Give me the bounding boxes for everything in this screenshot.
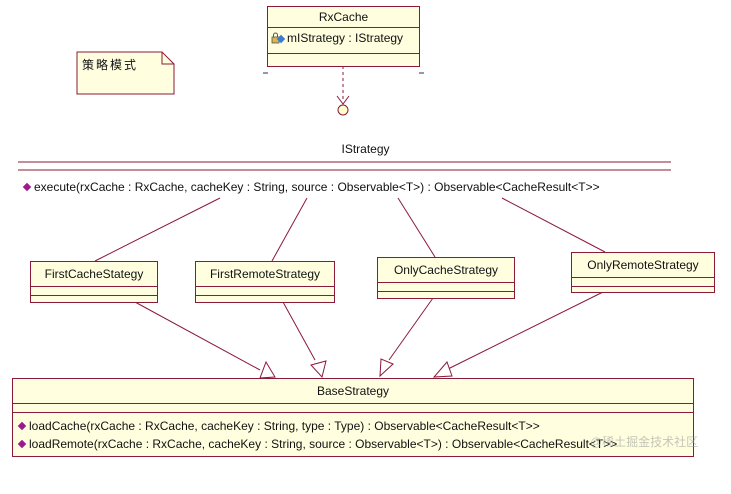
lock-field-icon xyxy=(271,30,286,50)
operation-icon xyxy=(17,422,27,431)
watermark: @稀土掘金技术社区 xyxy=(590,435,699,449)
operation-icon xyxy=(17,440,27,449)
basestrategy-name: BaseStrategy xyxy=(316,384,390,398)
istrategy-operation: execute(rxCache : RxCache, cacheKey : St… xyxy=(22,180,600,194)
istrategy-operation-text: execute(rxCache : RxCache, cacheKey : St… xyxy=(34,180,600,194)
generalization-line-firstremote xyxy=(282,301,316,361)
basestrategy-operation-loadremote: loadRemote(rxCache : RxCache, cacheKey :… xyxy=(13,435,693,453)
rxcache-attribute: mIStrategy : IStrategy xyxy=(287,31,404,45)
strategy-class-onlycache: OnlyCacheStrategy xyxy=(377,257,515,299)
note-fold xyxy=(161,52,174,65)
strategy-name-firstcache: FirstCacheStategy xyxy=(44,267,144,281)
strategy-name-onlyremote: OnlyRemoteStrategy xyxy=(587,258,699,272)
generalization-line-onlyremote xyxy=(445,291,604,371)
basestrategy-operation-loadcache: loadCache(rxCache : RxCache, cacheKey : … xyxy=(13,417,693,435)
generalization-arrow-onlyremote xyxy=(432,361,453,378)
generalization-arrow-firstcache xyxy=(259,360,276,379)
generalization-line-firstcache xyxy=(134,301,261,371)
note-text: 策略模式 xyxy=(82,58,139,72)
generalization-arrow-onlycache xyxy=(379,358,394,378)
generalization-arrow-firstremote xyxy=(310,360,327,379)
strategy-class-firstcache: FirstCacheStategy xyxy=(30,261,158,303)
dependency-arrowhead xyxy=(336,95,350,105)
rxcache-class-name: RxCache xyxy=(318,10,369,24)
generalization-line-onlycache xyxy=(388,297,434,361)
basestrategy-class: BaseStrategy loadCache(rxCache : RxCache… xyxy=(12,378,694,457)
note-shape xyxy=(76,51,175,95)
rxcache-class: RxCache mIStrategy : IStrategy xyxy=(267,6,420,67)
realization-onlyremote xyxy=(501,197,606,253)
strategy-class-firstremote: FirstRemoteStrategy xyxy=(195,261,335,303)
realization-onlycache xyxy=(397,197,436,258)
realization-firstremote xyxy=(271,197,308,262)
strategy-name-firstremote: FirstRemoteStrategy xyxy=(209,267,321,281)
istrategy-name: IStrategy xyxy=(341,142,390,156)
strategy-class-onlyremote: OnlyRemoteStrategy xyxy=(571,252,715,293)
realization-firstcache xyxy=(94,197,221,262)
operation-icon xyxy=(22,183,32,192)
strategy-name-onlycache: OnlyCacheStrategy xyxy=(393,263,499,277)
interface-lollipop xyxy=(337,104,349,116)
